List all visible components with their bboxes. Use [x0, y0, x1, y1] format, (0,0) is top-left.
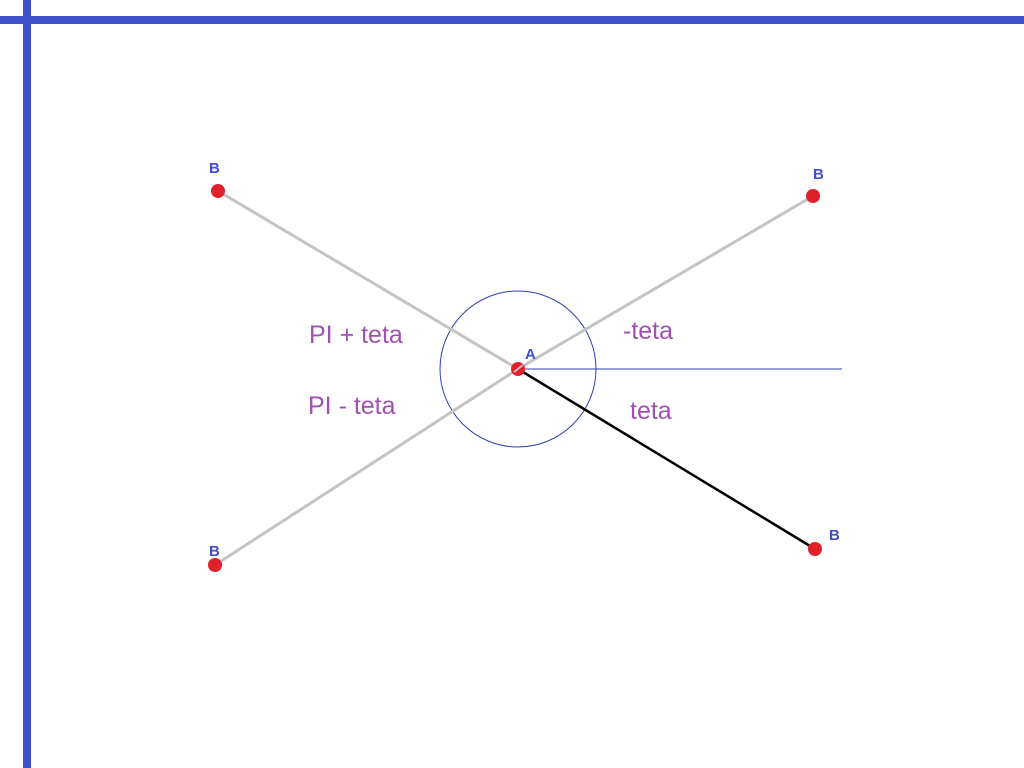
point-b-bottom-right[interactable] — [808, 542, 822, 556]
label-point-b-top-right: B — [813, 166, 824, 183]
segment-a-b-bottom-right — [517, 367, 816, 551]
segment-a-b-top-right — [517, 194, 814, 371]
label-point-b-bottom-right: B — [829, 527, 840, 544]
label-point-a: A — [525, 346, 536, 363]
angle-label-lower-left: PI - teta — [308, 392, 396, 420]
point-b-bottom-left[interactable] — [208, 558, 222, 572]
label-point-b-top-left: B — [209, 160, 220, 177]
point-a-cross-mark — [513, 364, 524, 373]
segment-a-b-top-left — [217, 189, 519, 371]
point-b-top-right[interactable] — [806, 189, 820, 203]
segment-a-b-bottom-left — [214, 367, 519, 567]
point-b-top-left[interactable] — [211, 184, 225, 198]
angle-label-upper-right: -teta — [623, 317, 673, 345]
label-point-b-bottom-left: B — [209, 543, 220, 560]
angle-label-lower-right: teta — [630, 397, 672, 425]
angle-label-upper-left: PI + teta — [309, 321, 403, 349]
